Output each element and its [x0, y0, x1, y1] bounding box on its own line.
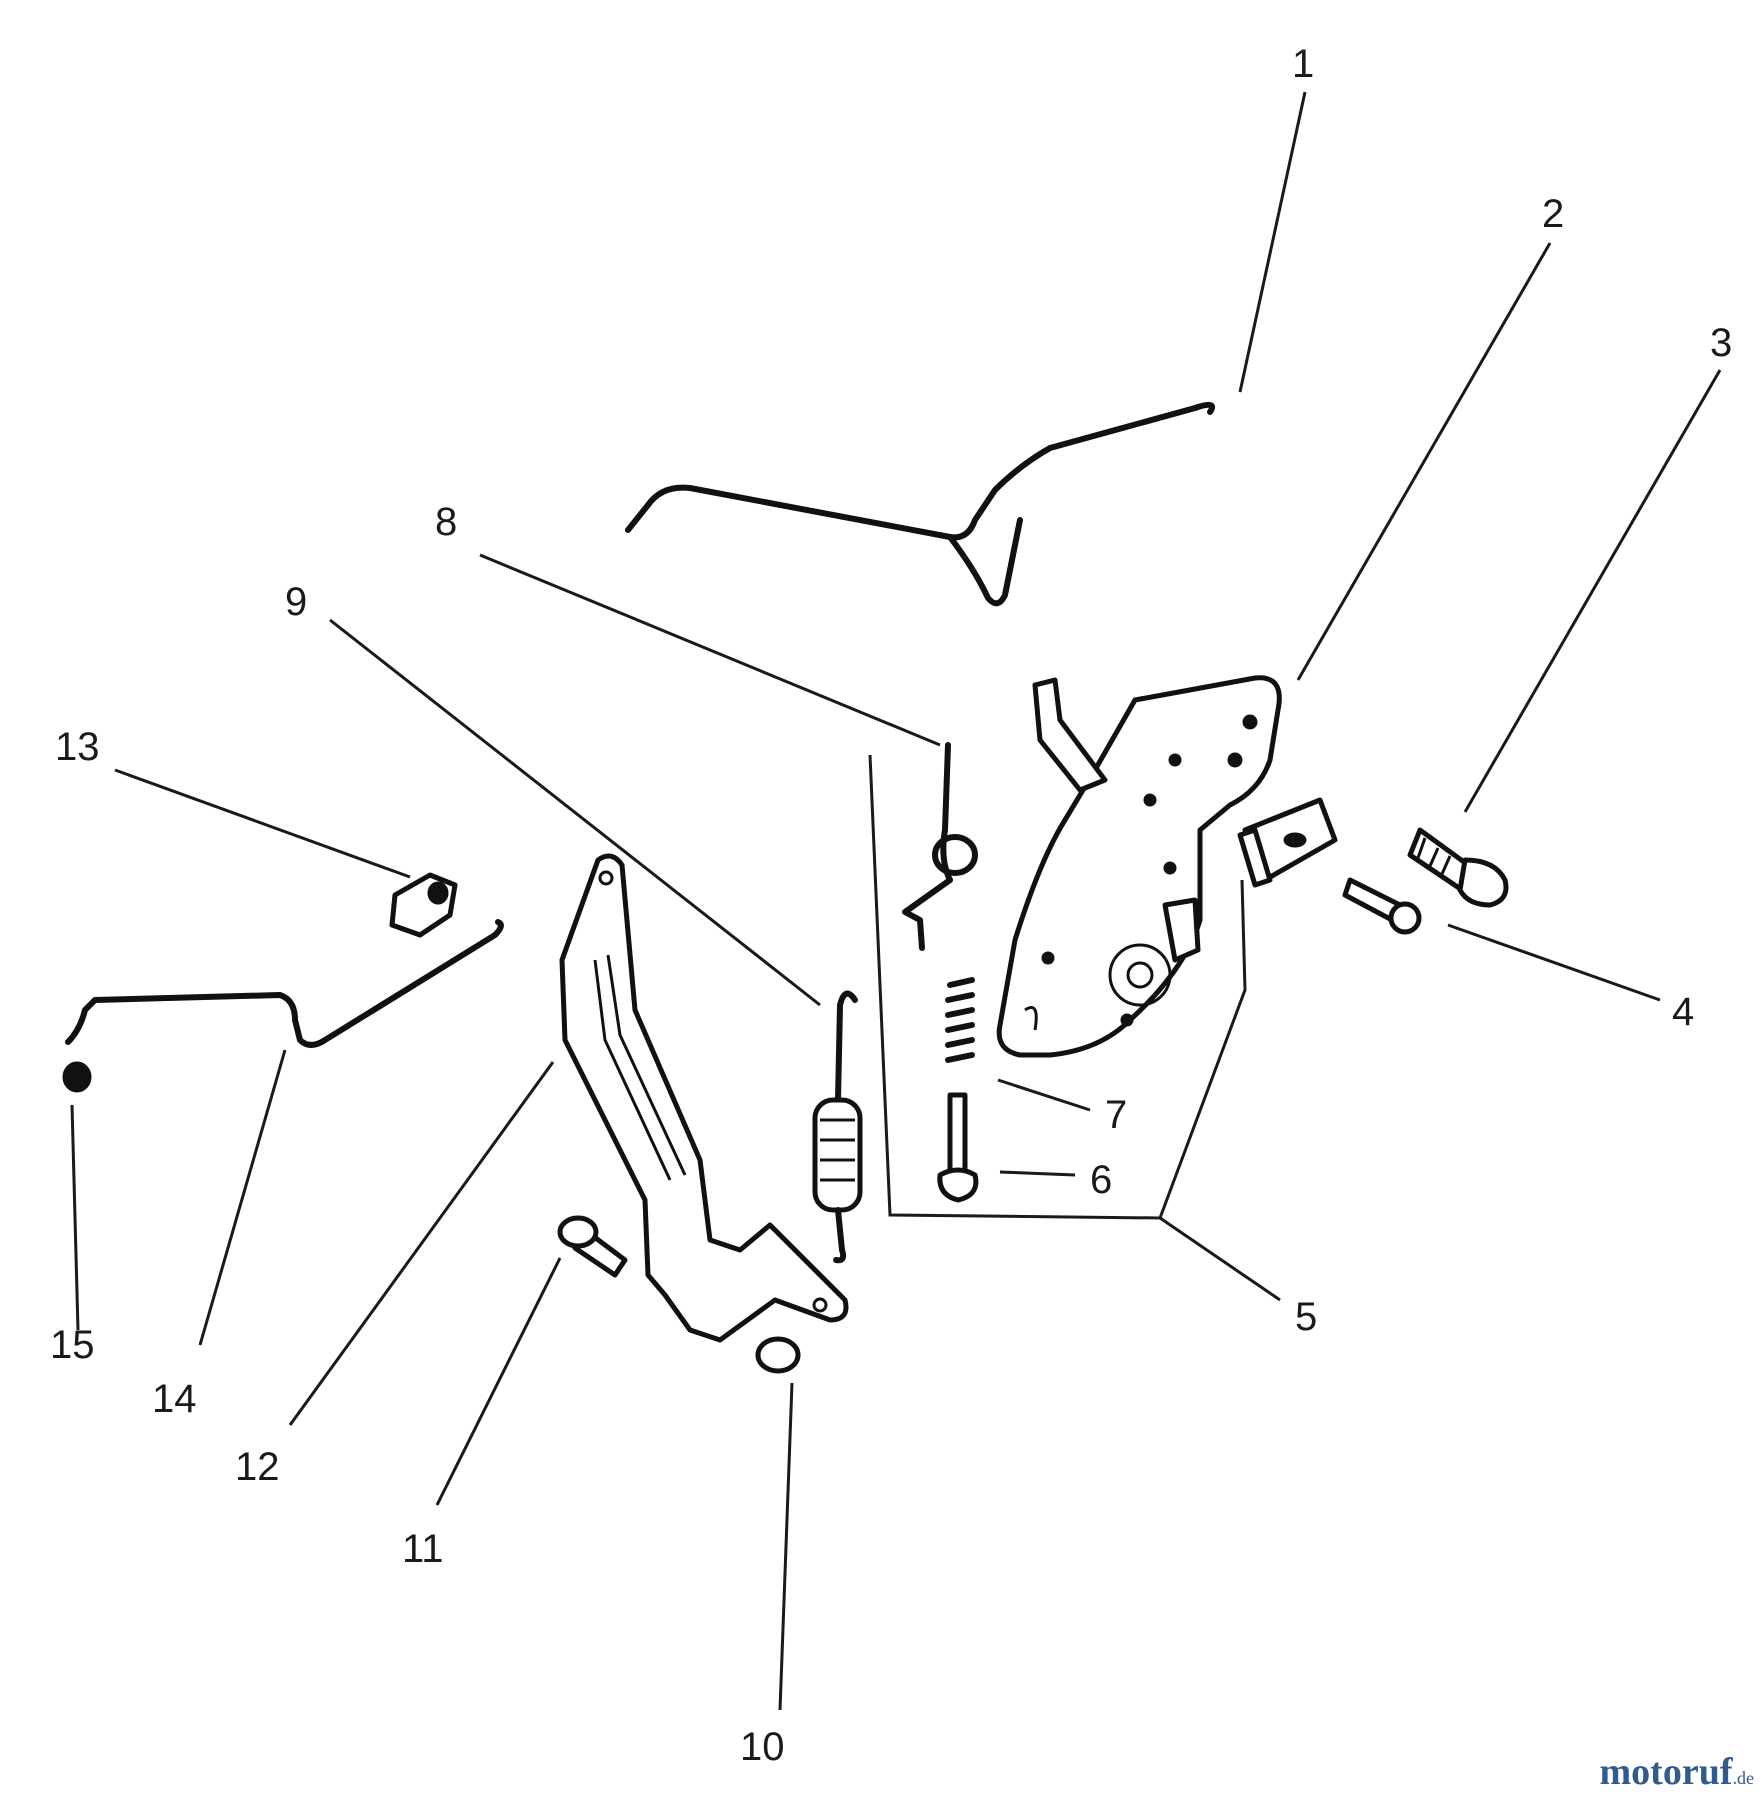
leader-lines	[70, 91, 1722, 1711]
part-13-clip	[389, 872, 458, 938]
callout-4: 4	[1672, 990, 1694, 1034]
callout-15: 15	[50, 1323, 95, 1367]
part-8-spring	[902, 742, 978, 951]
part-10-nut	[755, 1336, 801, 1374]
callout-2: 2	[1542, 192, 1564, 236]
part-1-rod	[625, 401, 1215, 607]
part-4-screw	[1342, 877, 1422, 935]
callout-11: 11	[402, 1527, 444, 1571]
part-14-rod	[65, 919, 504, 1048]
callout-9: 9	[285, 580, 307, 624]
part-12-lever	[559, 853, 849, 1343]
callout-10: 10	[740, 1725, 785, 1769]
watermark-logo: motoruf.de	[1600, 1750, 1754, 1794]
callout-13: 13	[55, 725, 100, 769]
watermark-tld: .de	[1732, 1768, 1755, 1788]
callout-8: 8	[435, 500, 457, 544]
watermark-name: motoruf	[1599, 1751, 1733, 1793]
callout-5: 5	[1295, 1295, 1317, 1339]
part-11-bolt	[557, 1215, 628, 1278]
callout-7: 7	[1105, 1093, 1127, 1137]
bracket-clip	[1237, 797, 1338, 888]
callout-numbers: 1 2 3 4 5 6 7 8 9 10 11 12 13 14 15	[50, 42, 1732, 1769]
part-2-bracket	[996, 675, 1282, 1058]
part-3-bolt	[1407, 827, 1509, 908]
part-9-spring	[812, 990, 863, 1264]
callout-6: 6	[1090, 1158, 1112, 1202]
callout-14: 14	[152, 1377, 197, 1421]
callout-3: 3	[1710, 321, 1732, 365]
part-6-screw	[937, 1092, 979, 1203]
callout-12: 12	[235, 1445, 280, 1489]
part-7-spring	[945, 977, 975, 1063]
callout-1: 1	[1292, 42, 1314, 86]
part-15-nut	[62, 1061, 92, 1093]
